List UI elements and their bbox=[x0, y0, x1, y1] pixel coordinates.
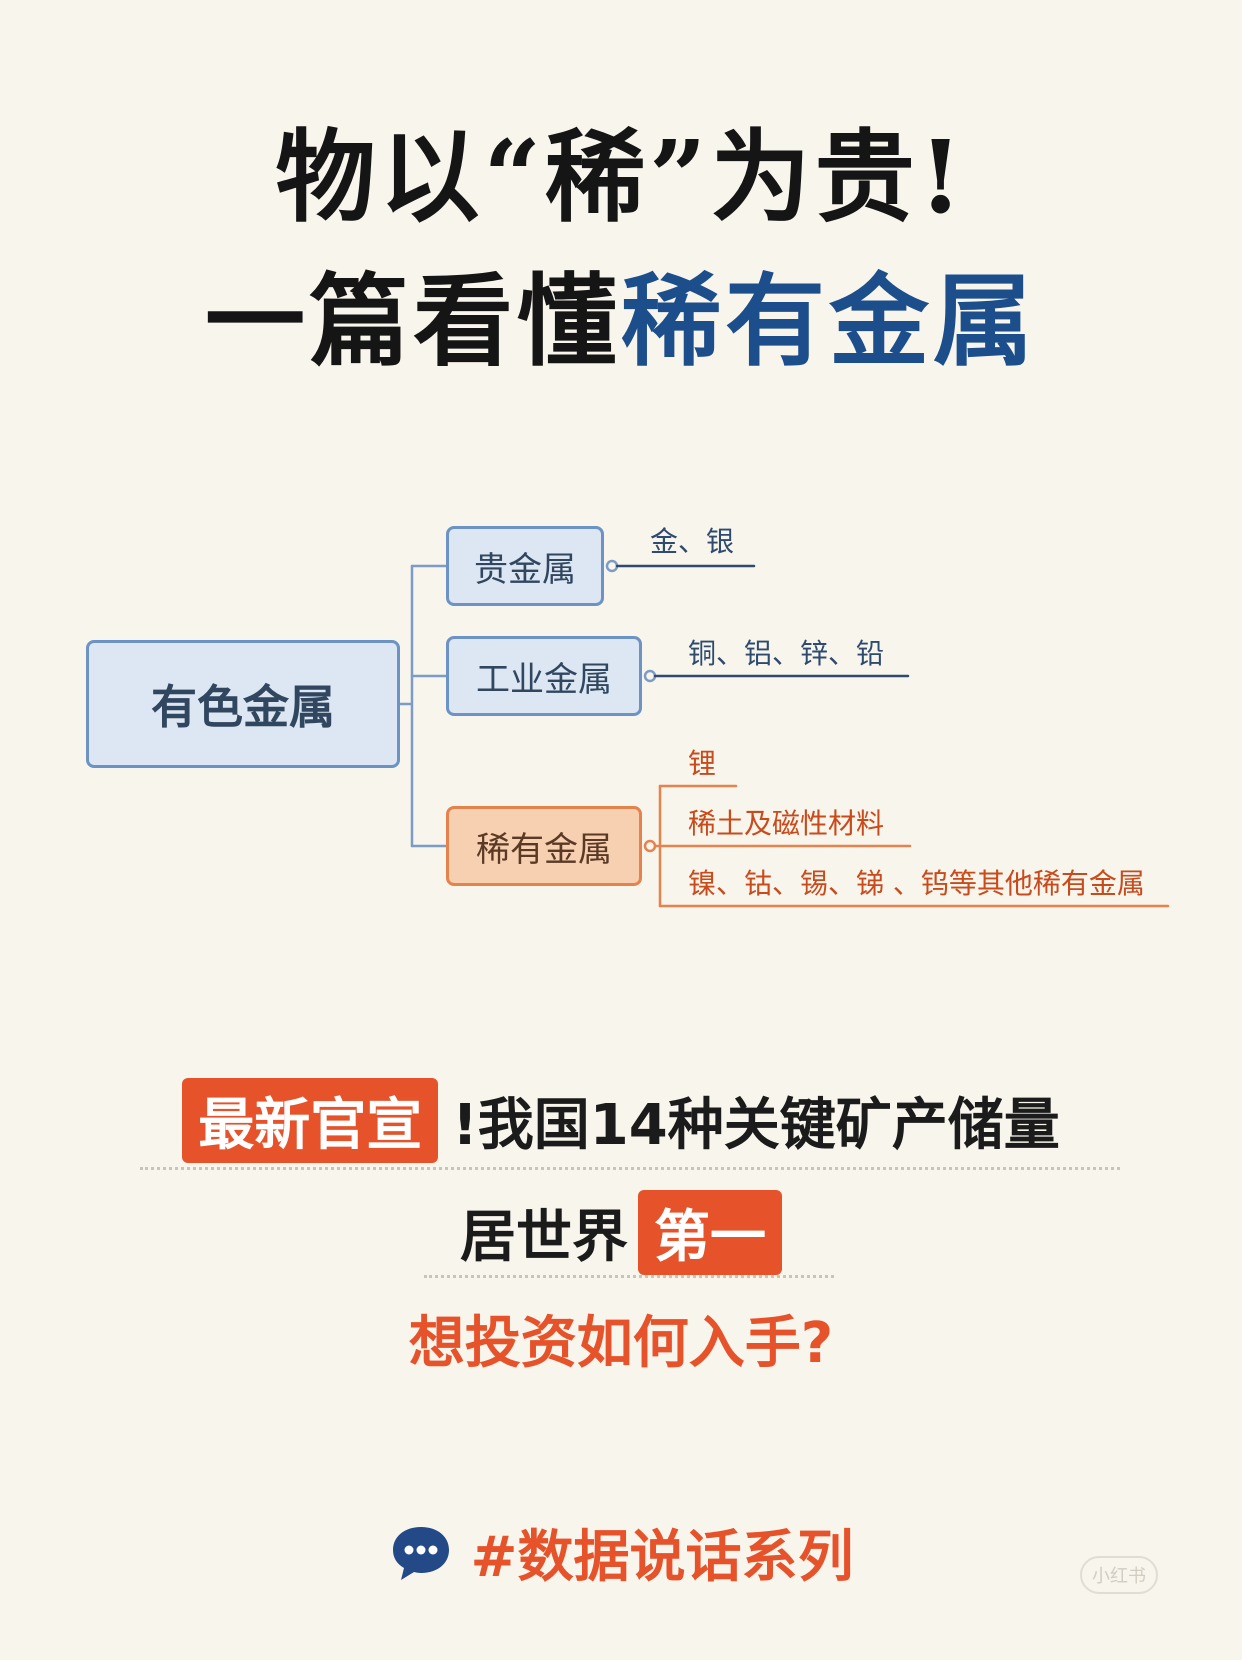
node-2-handle bbox=[643, 669, 657, 683]
leaf-rare-earth: 稀土及磁性材料 bbox=[688, 807, 885, 840]
page-title-line1: 物以“稀”为贵! bbox=[275, 118, 967, 236]
node-precious-metals: 贵金属 bbox=[446, 526, 604, 606]
mind-map-connectors bbox=[398, 559, 1170, 908]
leaf-copper-aluminum-zinc-lead: 铜、铝、锌、铅 bbox=[688, 637, 885, 670]
node-rare-metals: 稀有金属 bbox=[446, 806, 642, 886]
rank-prefix: 居世界 bbox=[460, 1205, 628, 1270]
title-prefix: 一篇看懂 bbox=[205, 262, 621, 380]
question-text: 想投资如何入手? bbox=[408, 1311, 834, 1376]
node-root: 有色金属 bbox=[86, 640, 400, 768]
leaf-other-rare-metals: 镍、钴、锡、锑 、钨等其他稀有金属 bbox=[688, 867, 1145, 900]
latest-tag: 最新官宣 bbox=[182, 1078, 439, 1163]
rank-highlight-tag: 第一 bbox=[638, 1190, 782, 1275]
leaf-lithium: 锂 bbox=[688, 747, 717, 780]
leaf-gold-silver: 金、银 bbox=[650, 525, 735, 558]
page-title-line2: 一篇看懂稀有金属 bbox=[0, 240, 1242, 385]
chat-bubble-icon bbox=[392, 1526, 449, 1580]
series-label: #数据说话系列 bbox=[470, 1525, 854, 1590]
rank-line: 居世界 第一 bbox=[0, 1190, 1242, 1275]
node-3-handle bbox=[643, 839, 657, 853]
announcement-text: !我国14种关键矿产储量 bbox=[452, 1093, 1060, 1158]
announcement-line: 最新官宣 !我国14种关键矿产储量 bbox=[0, 1078, 1242, 1163]
dotted-divider-2 bbox=[424, 1275, 834, 1278]
node-1-handle bbox=[605, 559, 619, 573]
node-industrial-metals: 工业金属 bbox=[446, 636, 642, 716]
dotted-divider-1 bbox=[140, 1167, 1120, 1170]
series-footer: #数据说话系列 bbox=[0, 1512, 1242, 1593]
connector-root-trunk bbox=[398, 564, 414, 848]
title-highlight: 稀有金属 bbox=[621, 262, 1037, 380]
watermark-badge: 小红书 bbox=[1080, 1556, 1158, 1594]
